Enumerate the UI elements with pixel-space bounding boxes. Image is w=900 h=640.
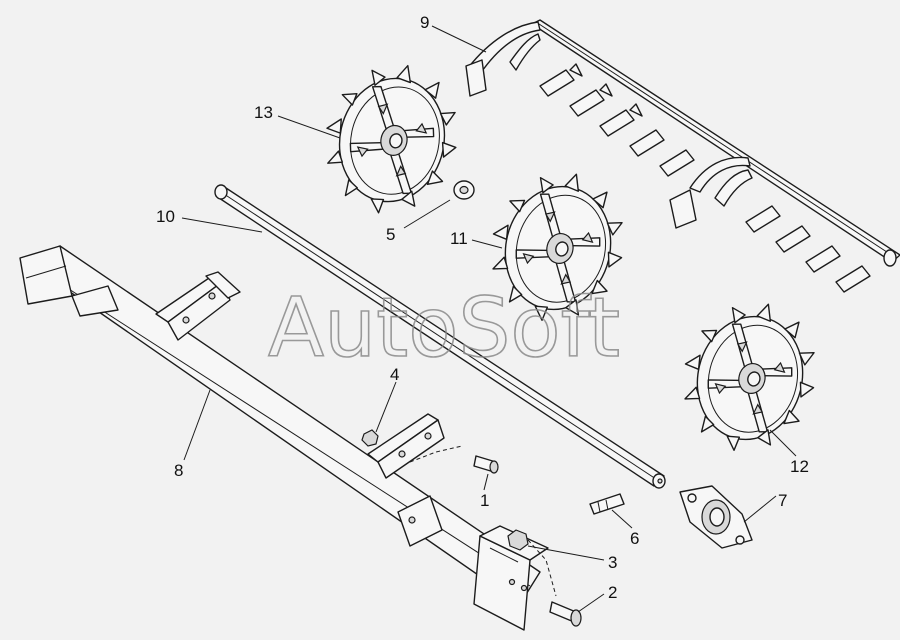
callout-6: 6 xyxy=(630,529,639,548)
comb-bar-part-9 xyxy=(465,19,900,293)
callout-3: 3 xyxy=(608,553,617,572)
callout-8: 8 xyxy=(174,461,183,480)
bolt-part-2 xyxy=(549,601,582,627)
callout-10: 10 xyxy=(156,207,175,226)
callout-5: 5 xyxy=(386,225,395,244)
star-wheel-part-13 xyxy=(311,51,472,227)
star-wheel-part-12 xyxy=(667,287,832,466)
callout-11: 11 xyxy=(450,229,468,248)
callout-1: 1 xyxy=(480,491,489,510)
bolt-part-1 xyxy=(409,445,499,474)
pin-part-6 xyxy=(589,493,625,515)
callout-7: 7 xyxy=(778,491,787,510)
shaft-part-10 xyxy=(214,184,666,489)
washer-part-5 xyxy=(453,180,475,200)
callout-13: 13 xyxy=(254,103,273,122)
leader-lines xyxy=(181,25,797,613)
callout-2: 2 xyxy=(608,583,617,602)
comb-teeth xyxy=(539,63,871,293)
autosoft-watermark: AutoSoft xyxy=(268,281,620,376)
callout-4: 4 xyxy=(390,365,399,384)
callout-labels: 9 13 10 5 11 4 8 1 6 7 12 3 2 xyxy=(156,13,809,602)
callout-9: 9 xyxy=(420,13,429,32)
flange-bearing-part-7 xyxy=(679,485,753,549)
frame-beam-part-8 xyxy=(19,245,549,631)
nut-part-4 xyxy=(361,429,379,447)
callout-12: 12 xyxy=(790,457,809,476)
